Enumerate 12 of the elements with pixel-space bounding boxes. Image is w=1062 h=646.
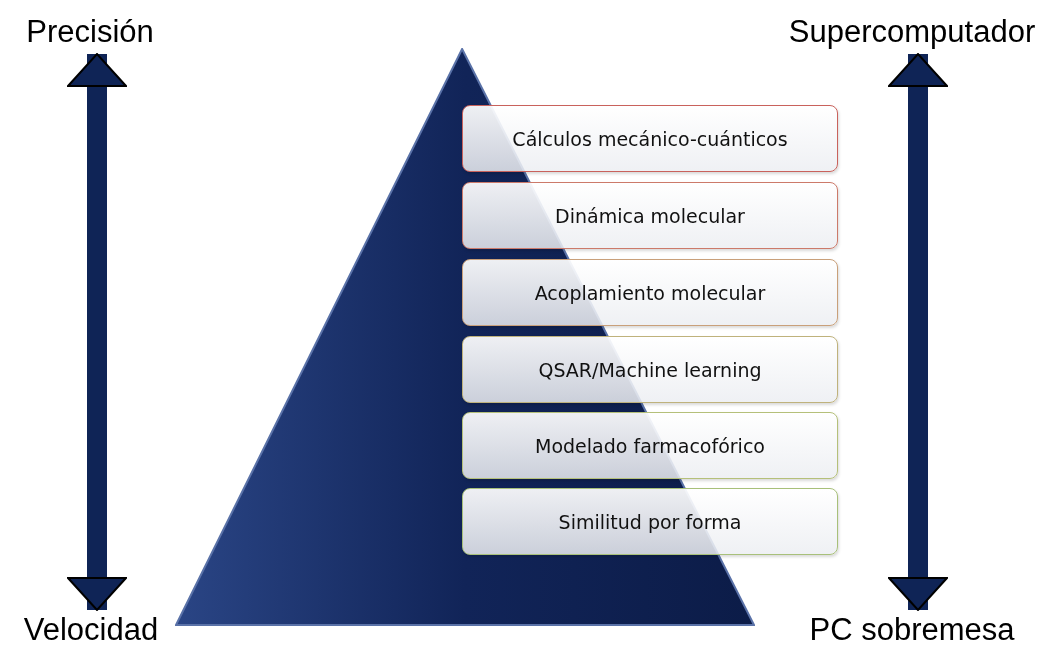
level-box: Modelado farmacofórico bbox=[462, 412, 838, 479]
double-arrow bbox=[67, 53, 127, 611]
scale-label: Velocidad bbox=[6, 612, 176, 646]
level-box: QSAR/Machine learning bbox=[462, 336, 838, 403]
scale-label: PC sobremesa bbox=[786, 612, 1038, 646]
double-arrow bbox=[888, 53, 948, 611]
level-box: Similitud por forma bbox=[462, 488, 838, 555]
level-box: Cálculos mecánico-cuánticos bbox=[462, 105, 838, 172]
level-box: Dinámica molecular bbox=[462, 182, 838, 249]
scale-label: Precisión bbox=[8, 14, 172, 52]
level-box: Acoplamiento molecular bbox=[462, 259, 838, 326]
scale-label: Supercomputador bbox=[762, 14, 1062, 52]
